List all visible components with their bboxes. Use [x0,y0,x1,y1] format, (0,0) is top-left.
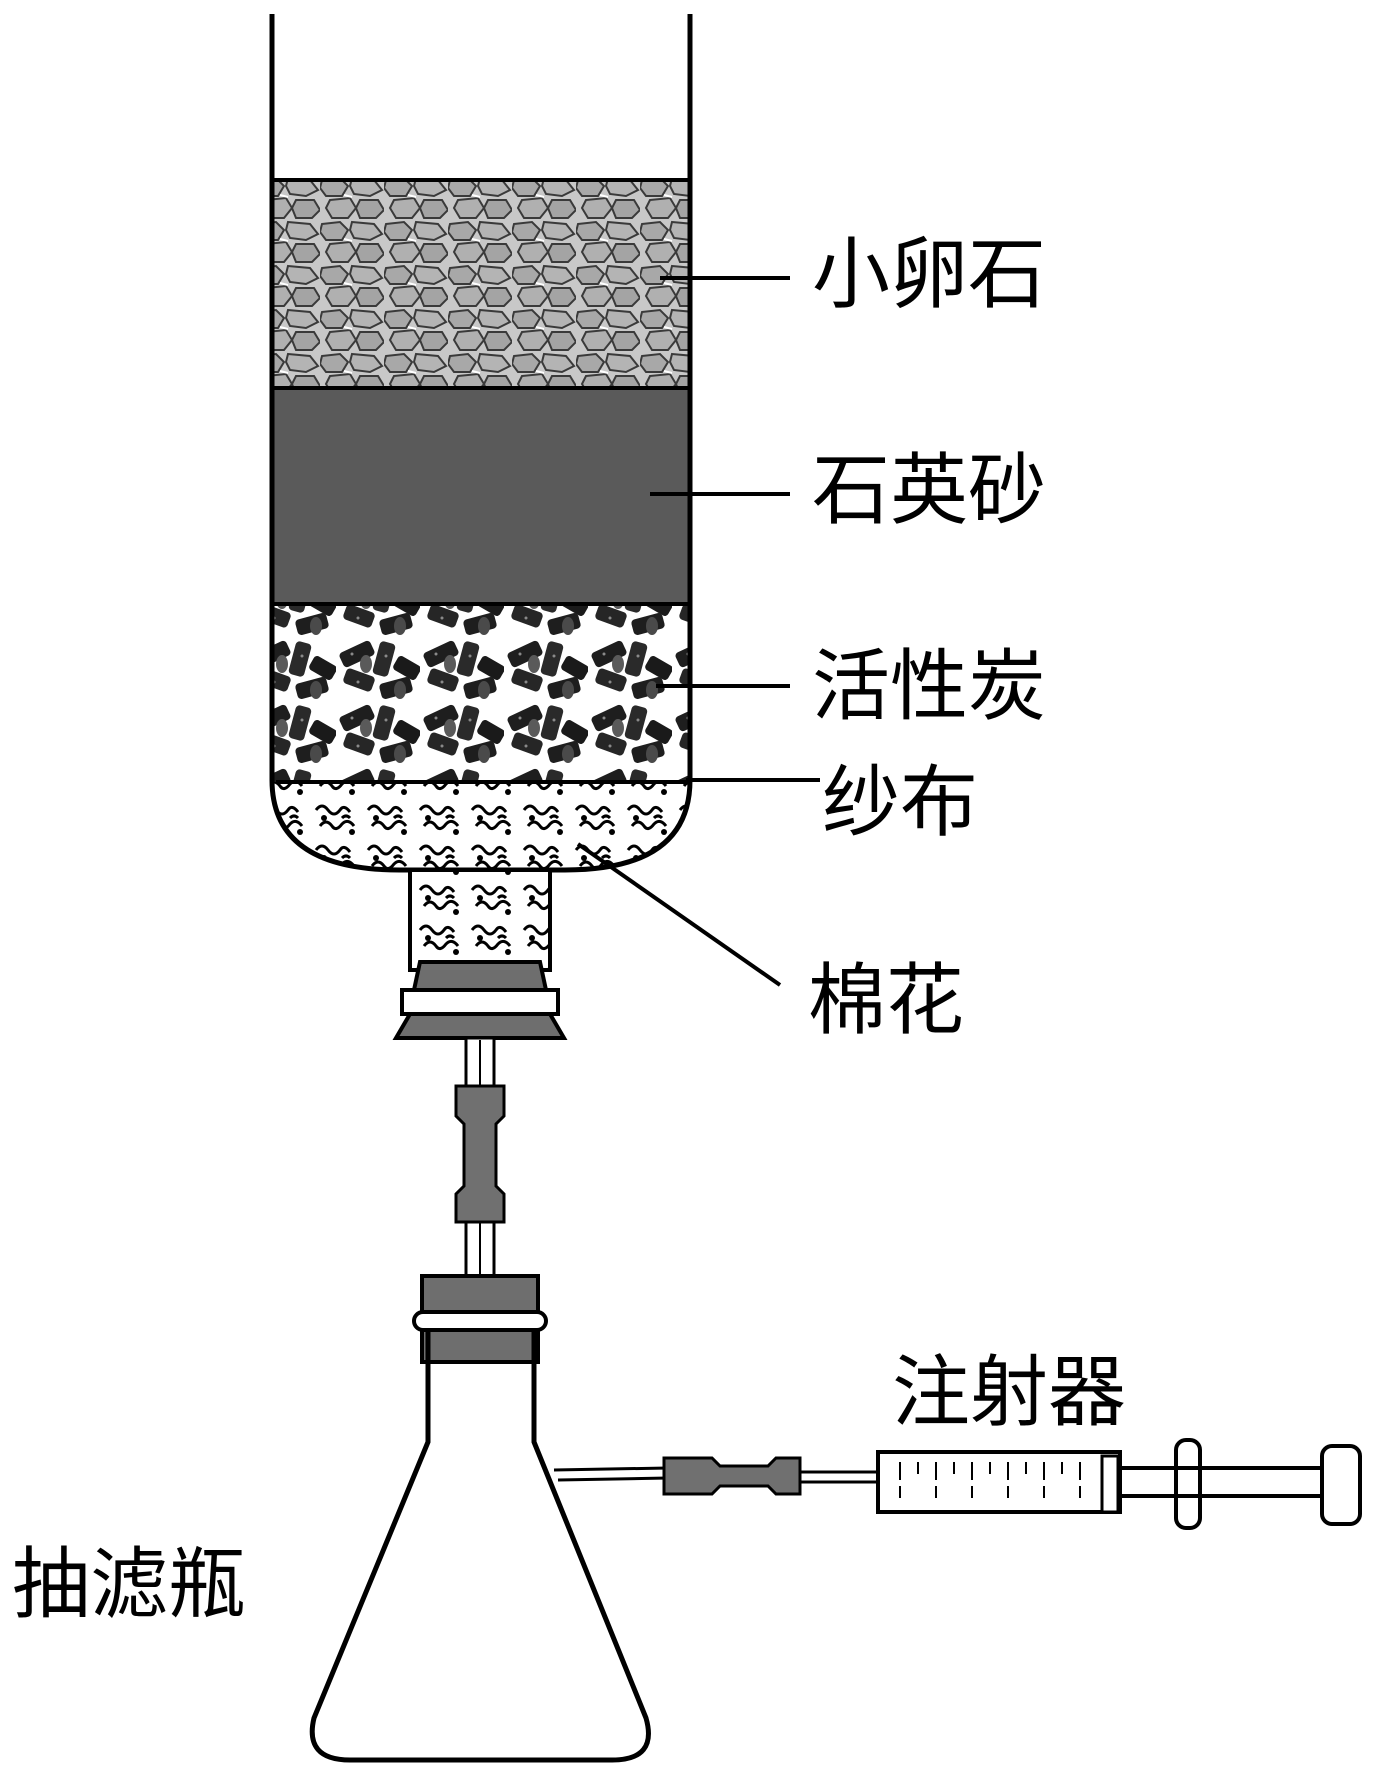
label-suction-flask: 抽滤瓶 [12,1540,247,1630]
label-cotton: 棉花 [808,956,965,1046]
cotton-layer [272,782,690,870]
barrel-scale [899,1462,1081,1498]
quartz-sand-layer [272,388,690,604]
flask-body [309,1330,651,1763]
suction-flask [309,1274,669,1763]
flask-lip [412,1310,548,1332]
column-outline [269,14,693,873]
leader-cotton [576,842,782,987]
filter-column [269,14,693,873]
syringe [662,1438,1362,1530]
label-gauze: 纱布 [822,758,979,848]
syringe-flange [1174,1438,1202,1530]
pebble-layer [272,180,690,388]
neck-ring [400,988,560,1016]
syringe-plunger-head [1100,1454,1120,1514]
syringe-thumb-rest [1320,1444,1362,1526]
column-neck [392,868,568,1330]
label-quartz-sand: 石英砂 [812,446,1047,536]
syringe-barrel [876,1450,1122,1514]
activated-carbon-layer [272,604,690,782]
label-pebbles: 小卵石 [812,230,1047,320]
rubber-connector [454,1084,506,1224]
label-activated-carbon: 活性炭 [812,642,1047,732]
side-arm [553,1466,669,1482]
leader-lines [576,276,820,987]
label-syringe: 注射器 [892,1348,1127,1438]
neck-stopper [411,960,549,992]
syringe-connector [662,1456,802,1496]
